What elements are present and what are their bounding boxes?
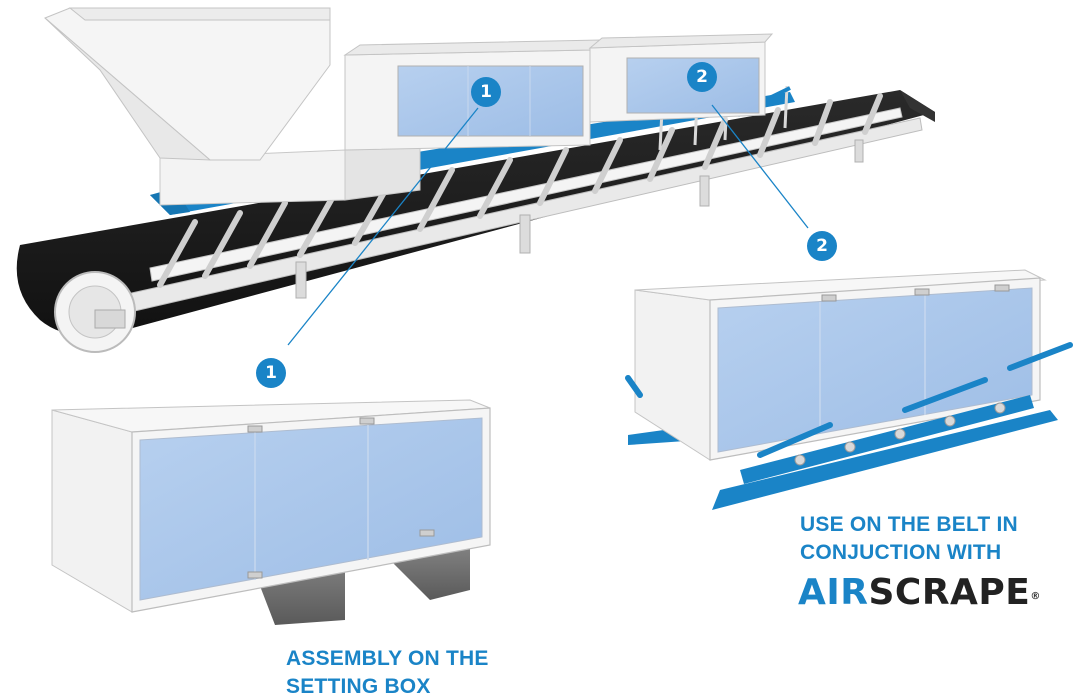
callout-badge-2-top: 2	[687, 62, 717, 92]
leader-lines	[287, 104, 809, 346]
caption-belt: USE ON THE BELT IN CONJUCTION WITH	[800, 511, 1018, 567]
caption-setting-box-line2: SETTING BOX	[286, 675, 431, 698]
airscrape-logo-air: AIR	[798, 572, 869, 613]
airscrape-bar	[740, 395, 1034, 484]
caption-belt-line2: CONJUCTION WITH	[800, 541, 1002, 564]
caption-belt-line1: USE ON THE BELT IN	[800, 513, 1018, 536]
leader-line-1	[287, 107, 479, 346]
callout-badge-1-top: 1	[471, 77, 501, 107]
hopper	[44, 7, 331, 161]
airscrape-logo: AIRSCRAPE®	[798, 573, 1041, 613]
setting-box-detail	[51, 399, 491, 625]
setting-box-2-mini	[588, 33, 774, 123]
leader-line-2	[711, 104, 809, 229]
caption-setting-box: ASSEMBLY ON THE SETTING BOX	[286, 645, 489, 698]
callout-badge-1: 1	[256, 358, 286, 388]
callout-badge-2: 2	[807, 231, 837, 261]
airscrape-logo-scrape: SCRAPE	[868, 572, 1031, 613]
caption-setting-box-line1: ASSEMBLY ON THE	[286, 647, 489, 670]
registered-mark: ®	[1030, 591, 1041, 602]
belt-detail	[625, 269, 1073, 510]
